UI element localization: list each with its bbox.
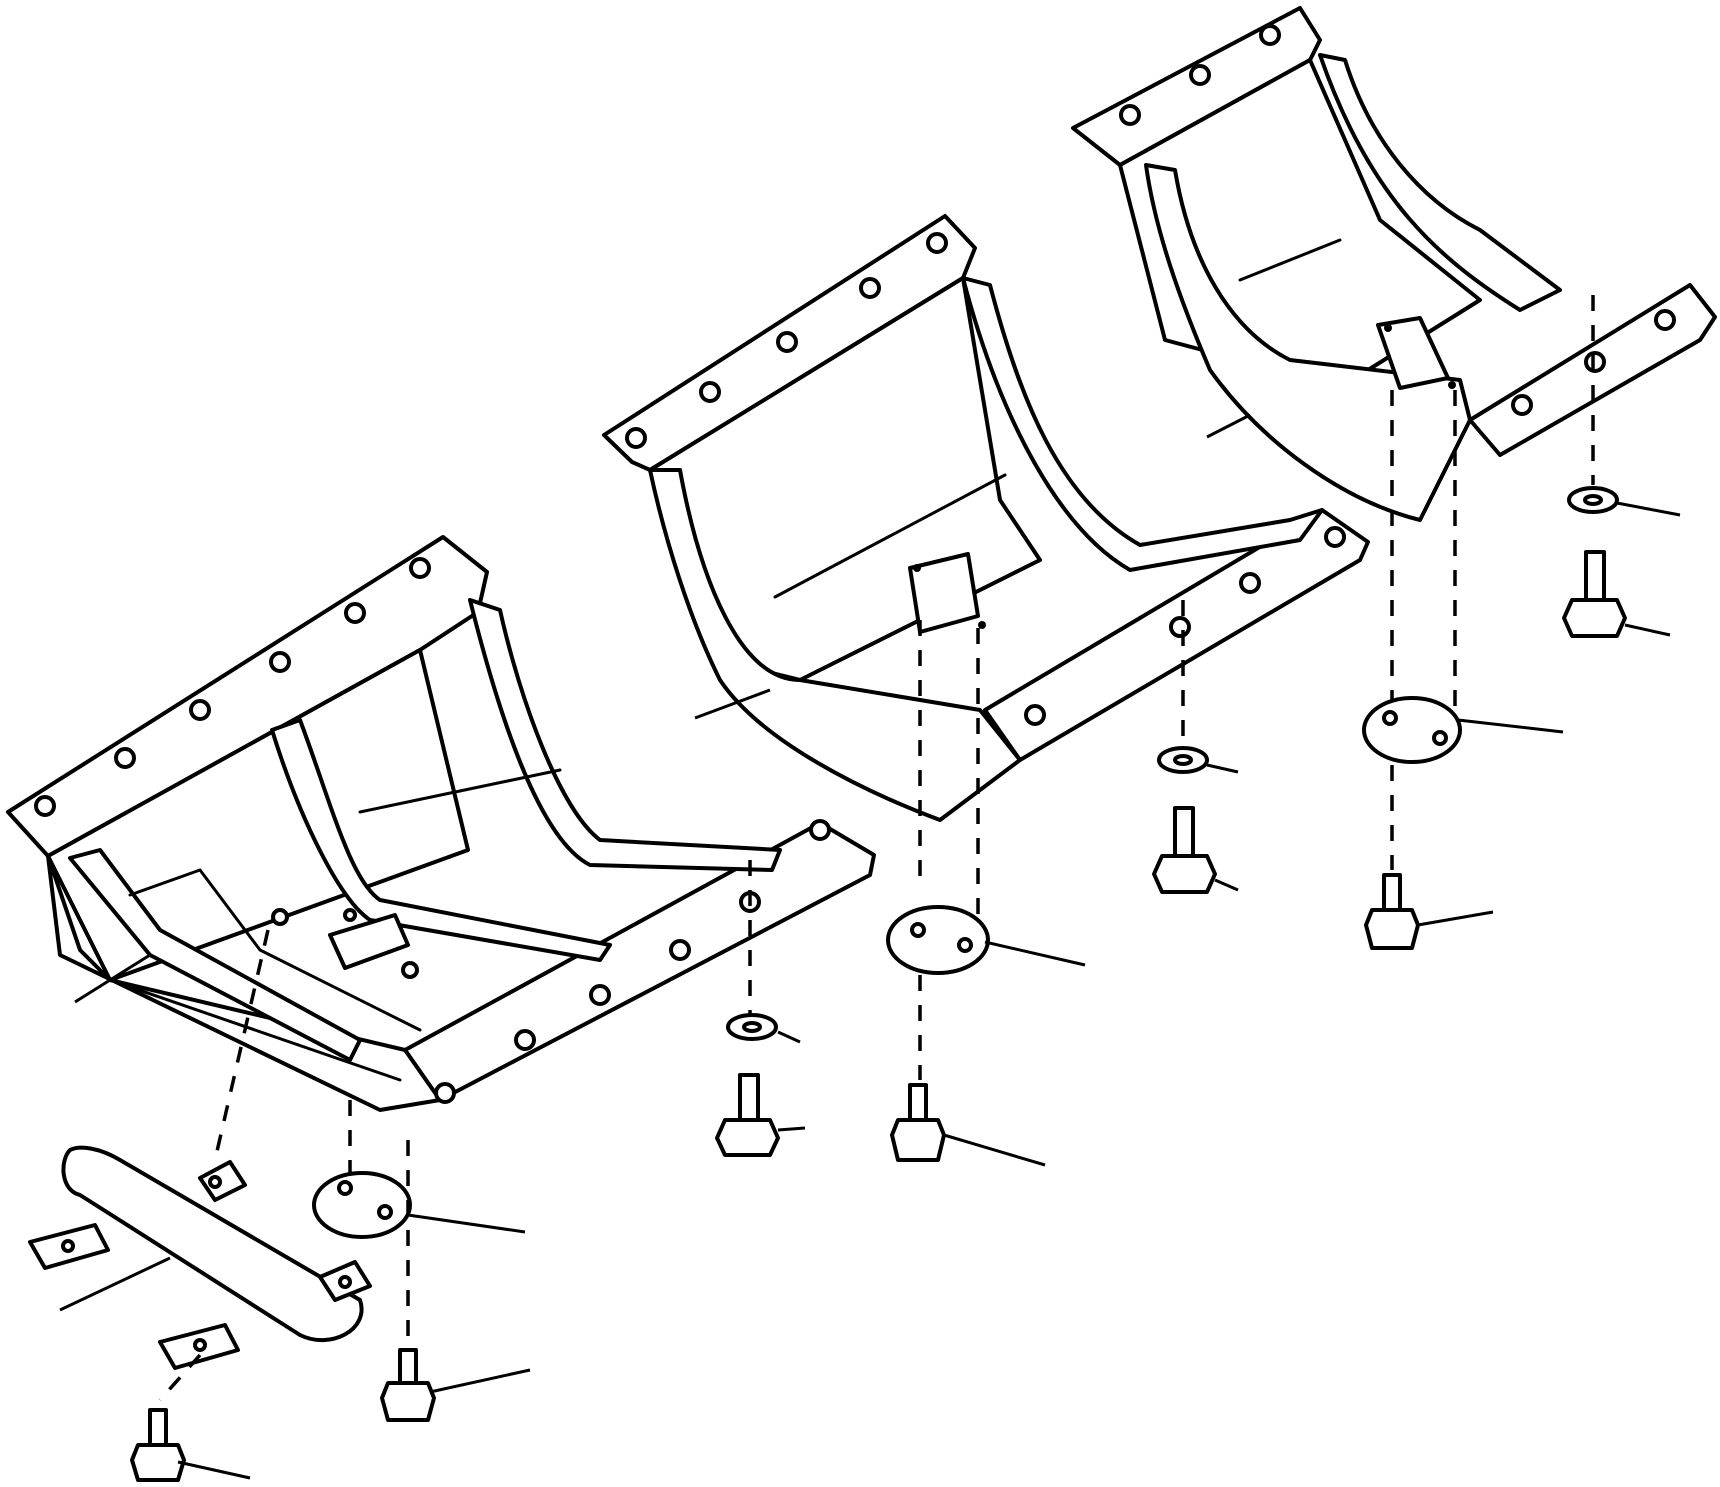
bolt-7 — [130, 1408, 186, 1482]
cover-plate-left — [312, 1171, 412, 1239]
washer-2 — [1157, 746, 1209, 774]
cover-plate-right — [1362, 696, 1462, 764]
bolt-1 — [715, 1073, 780, 1157]
bolt-2 — [1152, 806, 1217, 894]
bolt-5 — [1364, 873, 1420, 950]
leader-lines — [59, 413, 1681, 1480]
cover-plate-middle — [886, 905, 990, 975]
bolt-6 — [380, 1348, 436, 1422]
rear-guard — [1071, 6, 1717, 522]
washer-3 — [1567, 486, 1619, 514]
washer-1 — [726, 1013, 778, 1041]
bolt-3 — [1562, 550, 1627, 638]
middle-guard — [602, 214, 1370, 822]
bolt-4 — [890, 1083, 946, 1162]
bracket-plate — [28, 1145, 372, 1370]
assembly-center-lines — [158, 295, 1595, 1402]
